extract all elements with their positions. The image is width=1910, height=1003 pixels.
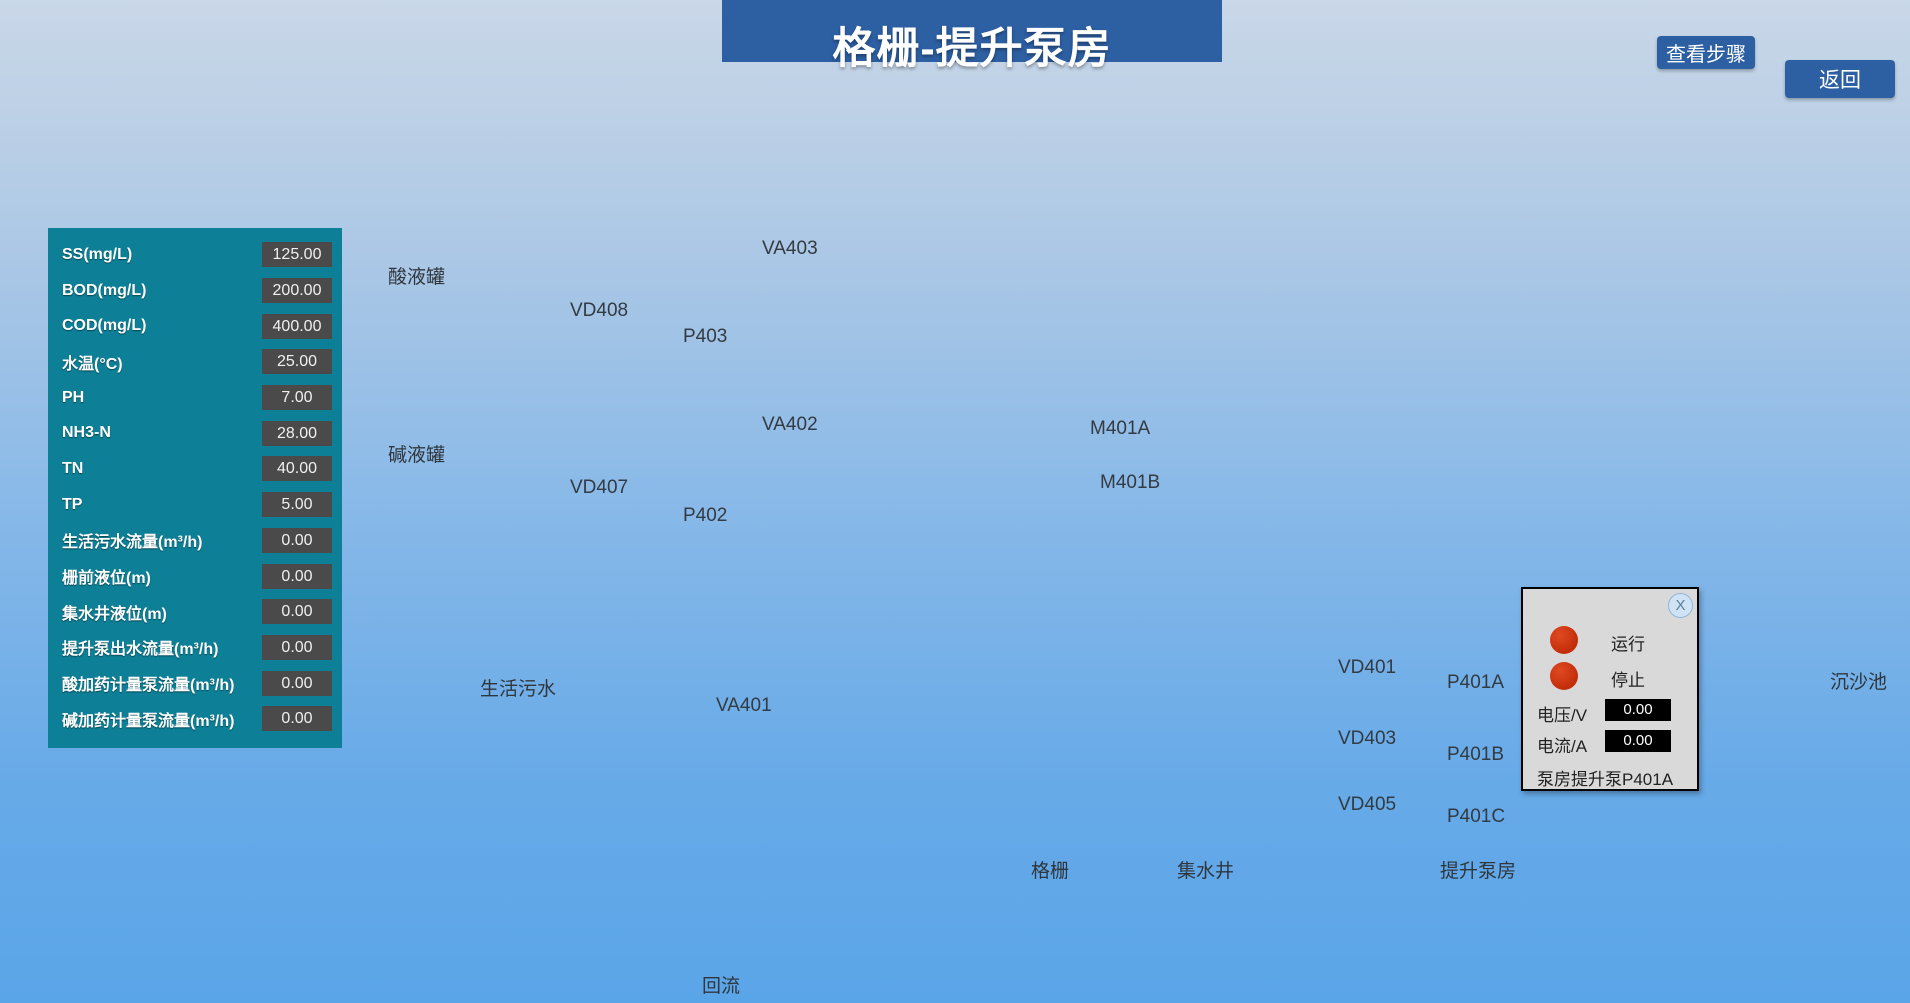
param-label: 水温(°C) (62, 355, 123, 373)
param-label: 酸加药计量泵流量(m³/h) (62, 677, 235, 695)
param-label: NH3-N (62, 424, 111, 442)
label-va403: VA403 (762, 238, 818, 259)
param-row: 提升泵出水流量(m³/h) 0.00 (48, 630, 342, 666)
view-steps-button[interactable]: 查看步骤 (1657, 36, 1755, 69)
pump-detail-dialog: X 运行 停止 电压/V 0.00 电流/A 0.00 泵房提升泵P401A (1521, 587, 1699, 791)
label-m401a: M401A (1090, 418, 1151, 439)
zone-label-pump-house: 提升泵房 (1440, 861, 1517, 882)
param-label: 生活污水流量(m³/h) (62, 534, 203, 552)
voltage-value: 0.00 (1605, 699, 1671, 721)
current-label: 电流/A (1537, 737, 1588, 756)
label-va401: VA401 (716, 695, 772, 716)
param-label: SS(mg/L) (62, 245, 133, 263)
alkali-tank-label: 碱液罐 (388, 445, 446, 466)
param-value: 0.00 (262, 706, 332, 732)
label-va402: VA402 (762, 414, 818, 435)
label-vd405: VD405 (1338, 794, 1397, 815)
stop-status-lamp[interactable] (1550, 662, 1578, 690)
param-row: 集水井液位(m) 0.00 (48, 594, 342, 630)
label-vd408: VD408 (570, 300, 629, 321)
popup-title: 泵房提升泵P401A (1537, 770, 1674, 789)
param-row: TN 40.00 (48, 451, 342, 487)
param-value: 200.00 (262, 278, 332, 304)
param-row: 生活污水流量(m³/h) 0.00 (48, 523, 342, 559)
param-row: BOD(mg/L) 200.00 (48, 273, 342, 309)
label-vd407: VD407 (570, 477, 629, 498)
page-title: 格栅-提升泵房 (832, 25, 1112, 73)
param-row: NH3-N 28.00 (48, 415, 342, 451)
param-label: 提升泵出水流量(m³/h) (62, 641, 219, 659)
label-p401a: P401A (1447, 672, 1505, 693)
param-value: 40.00 (262, 456, 332, 482)
zone-label-sump: 集水井 (1177, 861, 1235, 882)
label-p401b: P401B (1447, 744, 1505, 765)
param-row: 水温(°C) 25.00 (48, 344, 342, 380)
param-label: COD(mg/L) (62, 317, 147, 335)
return-flow-label: 回流 (702, 976, 741, 997)
param-value: 0.00 (262, 563, 332, 589)
zone-label-grate: 格栅 (1031, 861, 1070, 882)
run-label: 运行 (1611, 635, 1645, 654)
param-row: 碱加药计量泵流量(m³/h) 0.00 (48, 701, 342, 737)
param-row: SS(mg/L) 125.00 (48, 237, 342, 273)
grit-tank-label: 沉沙池 (1830, 672, 1888, 693)
param-value: 28.00 (262, 420, 332, 446)
param-row: TP 5.00 (48, 487, 342, 523)
title-bar (722, 0, 1222, 62)
influent-label: 生活污水 (480, 679, 557, 700)
param-value: 0.00 (262, 527, 332, 553)
param-label: 栅前液位(m) (62, 570, 151, 588)
label-vd401: VD401 (1338, 657, 1397, 678)
label-p402: P402 (683, 505, 728, 526)
param-value: 0.00 (262, 634, 332, 660)
stop-label: 停止 (1611, 671, 1645, 690)
param-label: TP (62, 495, 83, 513)
param-label: PH (62, 388, 85, 406)
acid-tank-label: 酸液罐 (388, 267, 446, 288)
param-row: PH 7.00 (48, 380, 342, 416)
param-value: 125.00 (262, 242, 332, 268)
voltage-label: 电压/V (1537, 706, 1588, 725)
current-value: 0.00 (1605, 730, 1671, 752)
param-value: 25.00 (262, 349, 332, 375)
label-vd403: VD403 (1338, 728, 1397, 749)
param-value: 7.00 (262, 385, 332, 411)
param-row: COD(mg/L) 400.00 (48, 308, 342, 344)
label-m401b: M401B (1100, 472, 1161, 493)
parameter-panel: SS(mg/L) 125.00 BOD(mg/L) 200.00 COD(mg/L)… (48, 228, 342, 748)
param-value: 5.00 (262, 492, 332, 518)
label-p403: P403 (683, 326, 728, 347)
label-p401c: P401C (1447, 806, 1506, 827)
close-icon[interactable]: X (1668, 593, 1693, 618)
param-label: BOD(mg/L) (62, 281, 147, 299)
run-status-lamp[interactable] (1550, 626, 1578, 654)
param-row: 酸加药计量泵流量(m³/h) 0.00 (48, 665, 342, 701)
param-label: 集水井液位(m) (62, 605, 167, 623)
param-value: 0.00 (262, 670, 332, 696)
param-value: 400.00 (262, 313, 332, 339)
param-row: 栅前液位(m) 0.00 (48, 558, 342, 594)
back-button[interactable]: 返回 (1785, 60, 1895, 98)
param-label: 碱加药计量泵流量(m³/h) (62, 712, 235, 730)
param-label: TN (62, 459, 84, 477)
param-value: 0.00 (262, 599, 332, 625)
